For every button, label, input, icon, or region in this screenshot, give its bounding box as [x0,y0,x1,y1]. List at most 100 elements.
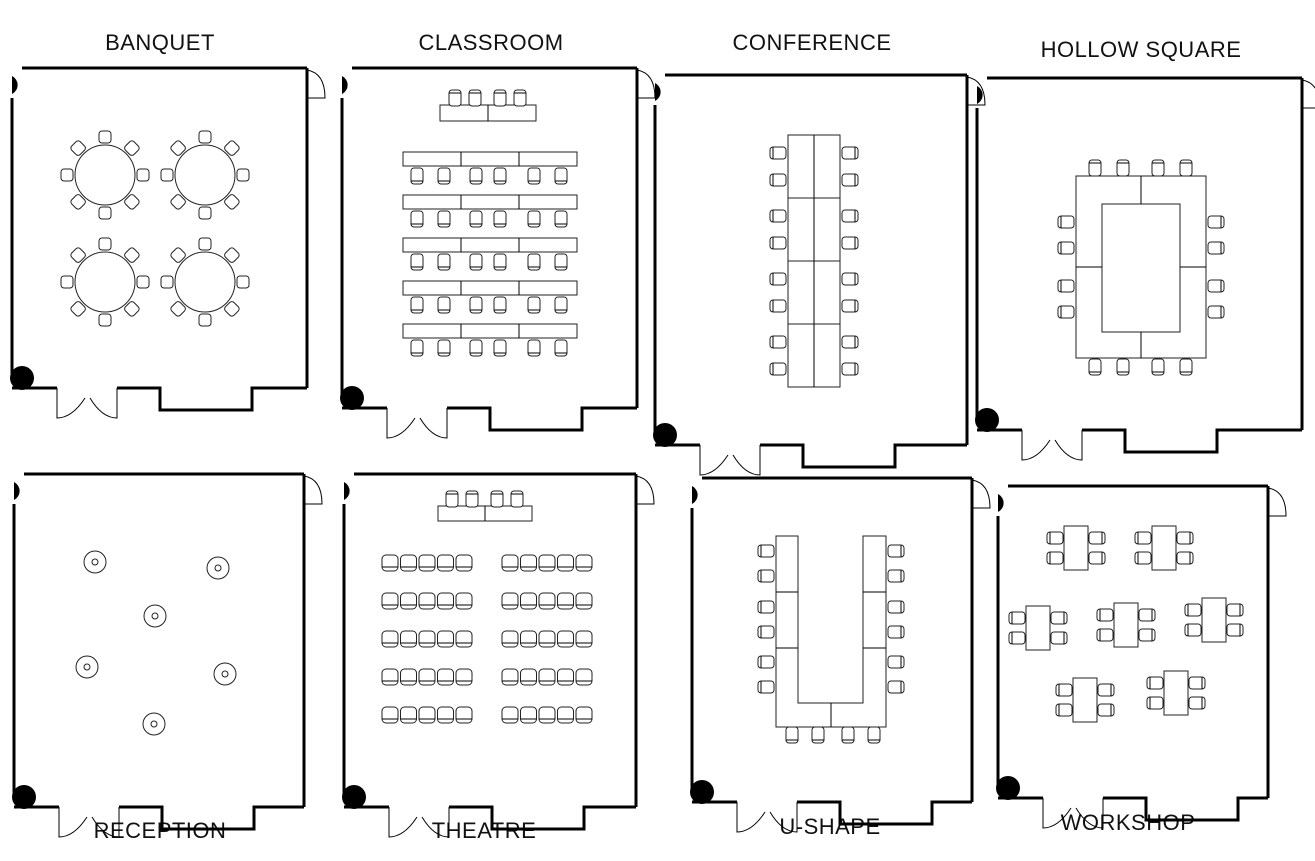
chair [136,168,150,182]
chair [198,206,212,220]
wall [996,484,1270,798]
column [342,785,366,809]
theatre-chair [455,592,473,610]
chair [410,253,424,271]
plan-classroom [340,66,656,439]
workshop-table [1151,525,1177,571]
wall [690,476,974,802]
theatre-chair [501,706,519,724]
chair [527,210,541,228]
chair [60,275,74,289]
classroom-table [402,237,578,253]
chair [70,247,86,263]
chair [437,210,451,228]
chair [527,253,541,271]
theatre-chair [538,706,556,724]
chair [1207,215,1225,229]
chair [554,210,568,228]
chair [1057,215,1075,229]
chair [124,301,140,317]
chair [160,168,174,182]
chair [1179,358,1193,376]
wall [12,472,306,807]
chair [1096,628,1114,642]
wall [342,406,637,432]
chair [769,173,787,187]
chair [841,236,859,250]
chair [769,272,787,286]
title-conference: CONFERENCE [732,30,892,55]
chair [1146,676,1164,690]
chair [1116,159,1130,177]
theatre-chair [418,706,436,724]
chair [527,296,541,314]
workshop-table [1025,605,1051,651]
column [12,76,18,94]
chair [1134,551,1152,565]
theatre-chair [418,592,436,610]
chair [437,253,451,271]
classroom-table [402,280,578,296]
plan-workshop [996,484,1287,829]
theatre-chair [538,668,556,686]
theatre-chair [455,668,473,686]
chair [1188,676,1206,690]
chair [124,194,140,210]
column [10,366,34,390]
theatre-chair [400,668,417,686]
wall [975,76,1304,430]
theatre-chair [437,706,454,724]
chair [493,296,507,314]
door [303,475,323,505]
chair [160,275,174,289]
classroom-table [402,151,578,167]
wall [10,66,309,388]
chair [445,490,459,508]
chair [98,237,112,251]
theatre-chair [400,630,417,648]
chair [98,313,112,327]
chair [410,210,424,228]
plan-theatre [342,472,655,838]
chair [527,339,541,357]
chair [1134,531,1152,545]
door [56,388,118,419]
chair [1184,623,1202,637]
chair [493,339,507,357]
chair [224,194,240,210]
theatre-chair [501,592,519,610]
chair [170,194,186,210]
chair [769,335,787,349]
theatre-chair [381,668,399,686]
chair [1055,703,1073,717]
plan-reception [12,472,323,838]
column [12,785,36,809]
chair [1096,608,1114,622]
chair [70,194,86,210]
wall [977,428,1302,454]
chair [1046,531,1064,545]
workshop-table [1201,597,1227,643]
column [996,776,1020,800]
chair [124,140,140,156]
chair [841,335,859,349]
chair [841,173,859,187]
door [1042,798,1104,829]
theatre-chair [557,592,574,610]
chair [1226,623,1244,637]
theatre-chair [400,554,417,572]
classroom-table [402,194,578,210]
door [1021,430,1083,461]
chair [554,167,568,185]
theatre-chair [520,630,537,648]
door [971,479,991,509]
round-table [74,251,136,313]
chair [554,339,568,357]
theatre-chair [455,706,473,724]
column [655,83,661,101]
chair [1050,611,1068,625]
chair [1207,241,1225,255]
chair [1057,279,1075,293]
chair [236,168,250,182]
